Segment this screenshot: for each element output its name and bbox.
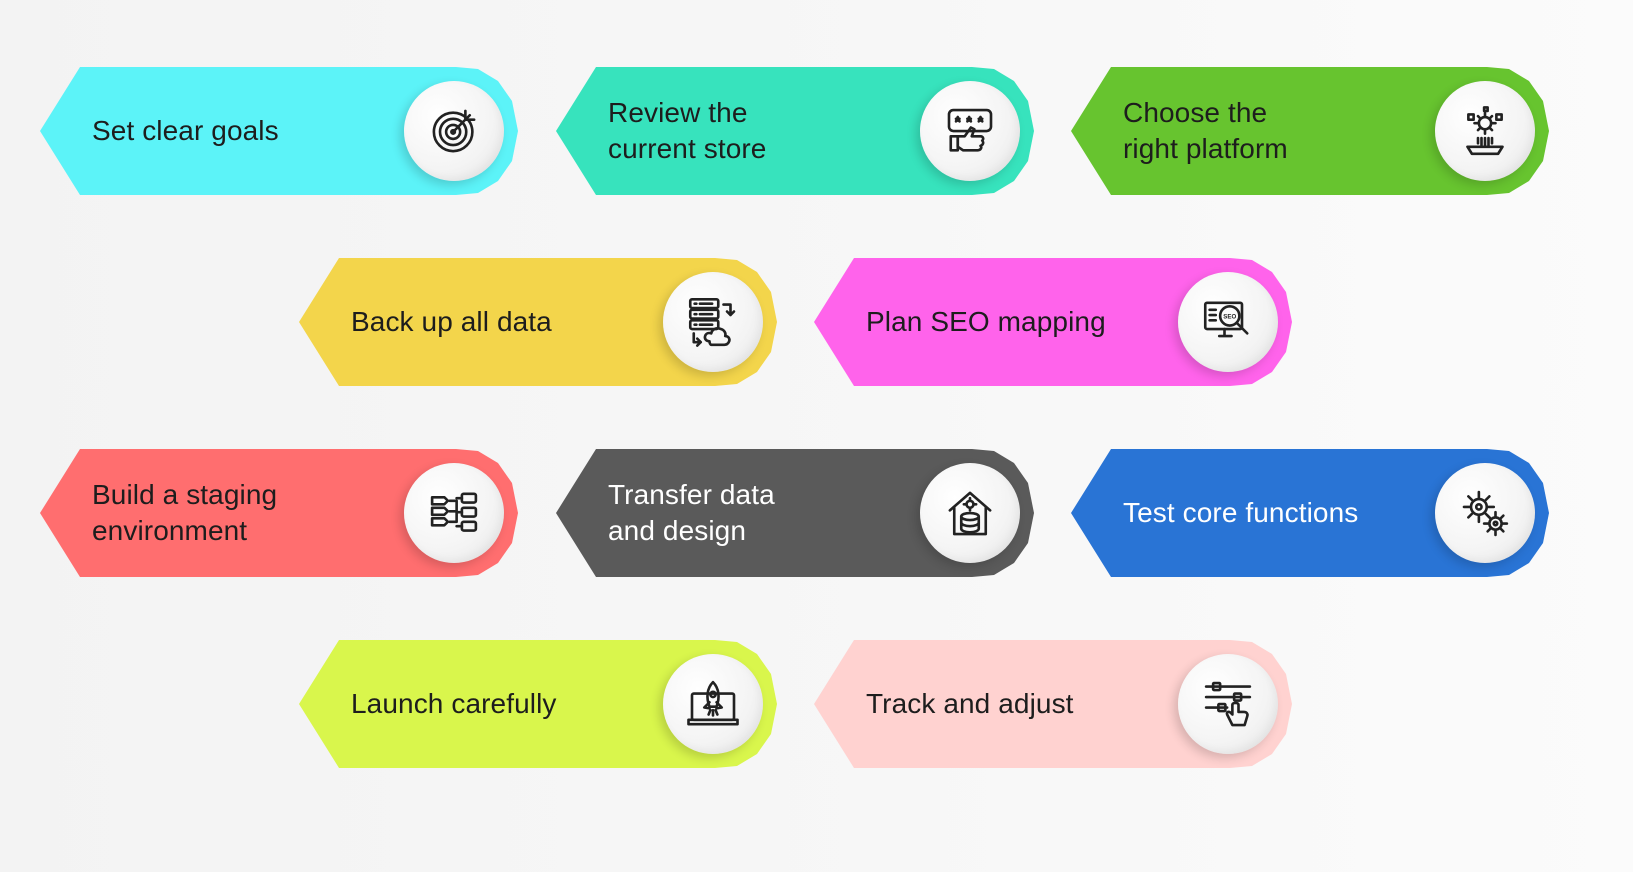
step-icon-circle [404,463,504,563]
rocket-launch-icon [687,680,739,726]
step-icon-circle [1435,463,1535,563]
step-icon-circle [663,654,763,754]
step-plan-seo-mapping: Plan SEO mapping SEO [814,258,1292,386]
step-track-and-adjust: Track and adjust [814,640,1292,768]
step-label: Review the current store [608,97,767,164]
step-icon-circle: SEO [1178,272,1278,372]
step-test-core-functions: Test core functions [1071,449,1549,577]
step-set-clear-goals: Set clear goals [40,67,518,195]
step-build-staging-environment: Build a staging environment [40,449,518,577]
step-icon-circle [663,272,763,372]
step-back-up-all-data: Back up all data [299,258,777,386]
step-label: Launch carefully [351,688,557,719]
step-icon-circle [920,81,1020,181]
step-label: Build a staging environment [92,479,278,546]
step-icon-circle [404,81,504,181]
step-label: Back up all data [351,306,552,337]
step-label: Test core functions [1123,497,1359,528]
workflow-staging-icon [430,492,478,532]
gears-icon [1462,490,1509,537]
step-label: Choose the right platform [1123,97,1288,164]
step-review-current-store: Review the current store [556,67,1034,195]
step-transfer-data-design: Transfer data and design [556,449,1034,577]
svg-text:SEO: SEO [1223,314,1236,321]
step-icon-circle [1178,654,1278,754]
step-label: Transfer data and design [608,479,775,546]
platform-gear-icon [1466,106,1504,156]
rating-thumbs-up-icon [947,108,993,152]
step-label: Track and adjust [866,688,1074,719]
server-cloud-backup-icon [688,297,736,347]
seo-search-icon: SEO [1203,301,1249,338]
step-icon-circle [1435,81,1535,181]
sliders-hand-icon [1204,681,1252,727]
step-launch-carefully: Launch carefully [299,640,777,768]
step-label: Set clear goals [92,115,279,146]
step-label: Plan SEO mapping [866,306,1106,337]
step-choose-right-platform: Choose the right platform [1071,67,1549,195]
target-icon [432,109,476,153]
house-database-icon [948,491,992,536]
step-icon-circle [920,463,1020,563]
